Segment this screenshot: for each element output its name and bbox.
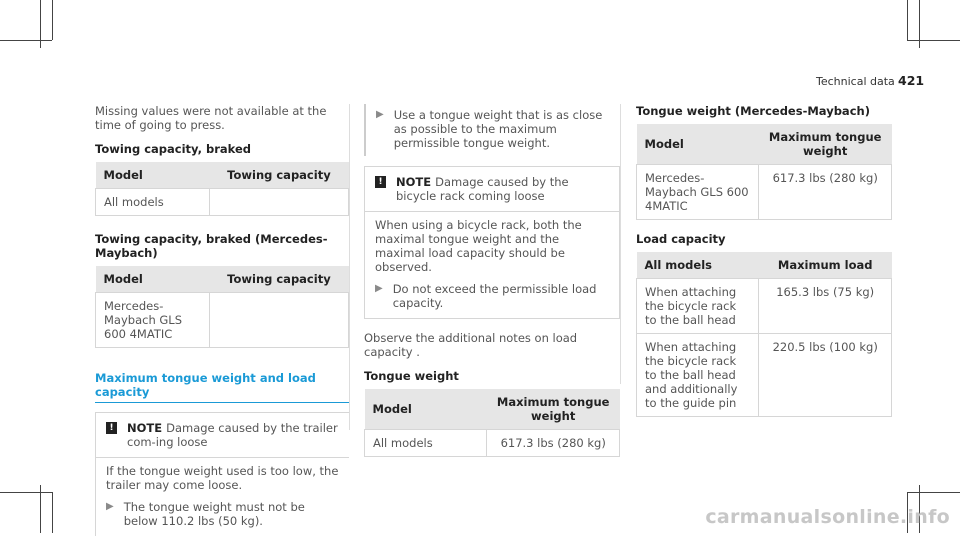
section-header: Technical data: [816, 75, 895, 88]
crop-mark: [907, 492, 960, 493]
crop-mark: [919, 0, 920, 48]
crop-mark: [52, 0, 53, 40]
table-title: Towing capacity, braked (Mercedes-Maybac…: [95, 232, 328, 260]
observe-text: Observe the additional notes on load cap…: [364, 331, 578, 359]
table-cell: When attaching the bicycle rack to the b…: [635, 333, 760, 417]
table-cell: 617.3 lbs (280 kg): [486, 429, 620, 457]
note-body: If the tongue weight used is too low, th…: [106, 464, 339, 492]
note-title: NOTE: [396, 175, 432, 189]
table-row: All models 617.3 lbs (280 kg): [363, 429, 620, 457]
note-text: Damage caused by the bicycle rack coming…: [396, 175, 569, 203]
note-body: When using a bicycle rack, both the maxi…: [375, 218, 582, 274]
table-row: Mercedes-Maybach GLS 600 4MATIC: [95, 292, 350, 348]
crop-mark: [40, 485, 41, 533]
section-title: Maximum tongue weight and load capacity: [95, 371, 349, 403]
crop-mark: [0, 40, 52, 41]
table-cell: [208, 292, 350, 348]
watermark: carmanualsonline.info: [705, 506, 950, 528]
column-divider: [620, 104, 621, 384]
column-header: Towing capacity: [209, 162, 349, 189]
column-header: Maximum load: [758, 252, 892, 279]
crop-mark: [919, 485, 920, 533]
table-title: Load capacity: [636, 232, 726, 246]
crop-mark: [907, 40, 960, 41]
intro-text: Missing values were not available at the…: [95, 104, 327, 132]
tongue-weight-maybach-table: Model Maximum tongue weight Mercedes-May…: [635, 124, 892, 220]
step-block: ▶ Use a tongue weight that is as close a…: [364, 104, 620, 156]
table-cell: Mercedes-Maybach GLS 600 4MATIC: [95, 292, 210, 348]
load-capacity-table: All models Maximum load When attaching t…: [635, 252, 892, 417]
table-row: All models: [95, 188, 350, 216]
column-1: Missing values were not available at the…: [95, 104, 350, 536]
step-text: The tongue weight must not be below 110.…: [123, 500, 305, 528]
crop-mark: [0, 492, 52, 493]
table-title: Tongue weight (Mercedes-Maybach): [636, 104, 870, 118]
column-header: Maximum tongue weight: [486, 389, 620, 430]
warning-icon: !: [106, 422, 117, 434]
table-cell: [208, 188, 350, 216]
warning-icon: !: [375, 176, 386, 188]
column-3: Tongue weight (Mercedes-Maybach) Model M…: [635, 104, 892, 417]
table-row: When attaching the bicycle rack to the b…: [635, 278, 892, 334]
note-text: Damage caused by the trailer com-ing loo…: [127, 421, 338, 449]
table-row: When attaching the bicycle rack to the b…: [635, 333, 892, 417]
table-cell: Mercedes-Maybach GLS 600 4MATIC: [635, 164, 760, 220]
table-title: Towing capacity, braked: [95, 142, 252, 156]
crop-mark: [40, 0, 41, 48]
table-title: Tongue weight: [364, 369, 459, 383]
step-arrow-icon: ▶: [376, 109, 384, 120]
table-cell: All models: [95, 188, 210, 216]
step-text: Do not exceed the permissible load capac…: [392, 282, 597, 310]
note-title: NOTE: [127, 421, 163, 435]
column-divider: [349, 104, 350, 430]
column-header: All models: [636, 252, 759, 279]
table-cell: 617.3 lbs (280 kg): [758, 164, 892, 220]
crop-mark: [907, 492, 908, 533]
table-cell: 165.3 lbs (75 kg): [758, 278, 892, 334]
column-header: Model: [364, 389, 487, 430]
crop-mark: [52, 492, 53, 533]
page-number: 421: [898, 73, 925, 88]
table-cell: 220.5 lbs (100 kg): [758, 333, 892, 417]
column-header: Model: [95, 266, 210, 293]
step-text: Use a tongue weight that is as close as …: [393, 108, 603, 150]
towing-capacity-maybach-table: Model Towing capacity Mercedes-Maybach G…: [95, 266, 350, 348]
column-header: Model: [636, 124, 759, 165]
table-cell: All models: [363, 429, 488, 457]
table-cell: When attaching the bicycle rack to the b…: [635, 278, 760, 334]
towing-capacity-table: Model Towing capacity All models: [95, 162, 350, 216]
crop-mark: [907, 0, 908, 40]
table-row: Mercedes-Maybach GLS 600 4MATIC 617.3 lb…: [635, 164, 892, 220]
column-header: Model: [95, 162, 210, 189]
step-arrow-icon: ▶: [375, 283, 383, 294]
step-arrow-icon: ▶: [106, 501, 114, 512]
column-header: Maximum tongue weight: [758, 124, 892, 165]
column-header: Towing capacity: [209, 266, 349, 293]
tongue-weight-table: Model Maximum tongue weight All models 6…: [363, 389, 620, 457]
column-2: ▶ Use a tongue weight that is as close a…: [363, 104, 620, 457]
